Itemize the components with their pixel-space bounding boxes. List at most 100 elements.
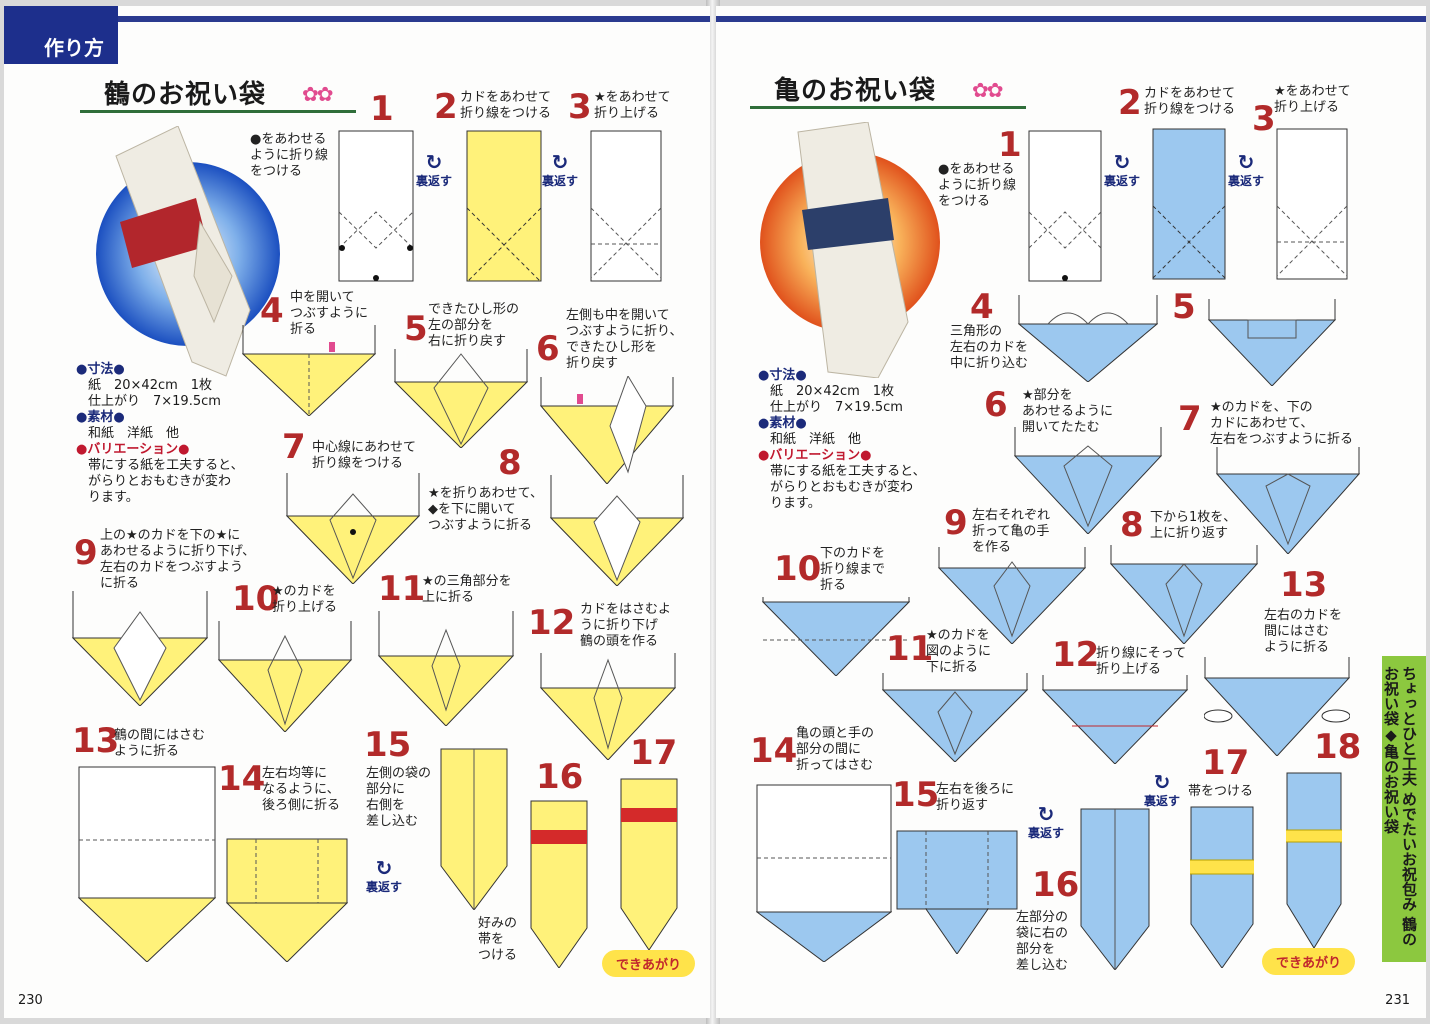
fold-diagram bbox=[394, 348, 528, 448]
step-number: 15 bbox=[364, 725, 412, 765]
size-heading: ●寸法● bbox=[758, 368, 807, 383]
fold-diagram bbox=[756, 784, 892, 962]
step-number: 14 bbox=[750, 731, 798, 771]
step-number: 5 bbox=[1172, 287, 1196, 327]
title-underline bbox=[750, 106, 1026, 109]
fold-diagram bbox=[530, 800, 588, 968]
size-text: 紙 20×42cm 1枚 bbox=[88, 378, 213, 393]
flip-arrow-icon: ↻ bbox=[551, 150, 569, 174]
material-text: 和紙 洋紙 他 bbox=[88, 426, 180, 441]
fold-diagram bbox=[242, 324, 376, 416]
step-number: 5 bbox=[404, 309, 428, 349]
step-number: 7 bbox=[282, 427, 306, 467]
step-text: 左側の袋の 部分に 右側を 差し込む bbox=[366, 766, 432, 829]
chapter-side-tab: ちょっとひと工夫 めでたいお祝包み 鶴のお祝い袋◆亀のお祝い袋 bbox=[1382, 656, 1426, 962]
step-number: 12 bbox=[528, 603, 576, 643]
step-text: 中を開いて つぶすように 折る bbox=[290, 290, 369, 337]
fold-diagram bbox=[938, 546, 1086, 644]
fold-diagram bbox=[1286, 772, 1342, 948]
crane-envelope-photo bbox=[96, 125, 292, 384]
step-number: 14 bbox=[218, 759, 266, 799]
flip-arrow-icon: ↻ bbox=[1153, 770, 1171, 794]
completed-badge: できあがり bbox=[1262, 948, 1356, 975]
step-number: 11 bbox=[378, 569, 426, 609]
fold-diagram bbox=[1152, 128, 1226, 280]
material-text: 和紙 洋紙 他 bbox=[770, 432, 862, 447]
fold-diagram bbox=[440, 748, 508, 910]
variation-heading: ●バリエーション● bbox=[76, 442, 190, 457]
step-text: ★のカドを 折り上げる bbox=[272, 584, 338, 615]
step-text: 帯をつける bbox=[1188, 784, 1254, 799]
step-number: 8 bbox=[1120, 505, 1144, 545]
step-text: カドをあわせて 折り線をつける bbox=[460, 90, 552, 121]
step-text: 左右均等に なるように、 後ろ側に折る bbox=[262, 766, 341, 813]
step-number: 9 bbox=[944, 503, 968, 543]
left-page: 作り方 鶴のお祝い袋 ✿✿ ●寸法● 紙 20×42cm 1枚 仕上がり 7×1… bbox=[4, 6, 710, 1018]
step-number: 13 bbox=[72, 721, 120, 761]
right-page: 亀のお祝い袋 ✿✿ ●寸法● 紙 20×42cm 1枚 仕上がり 7×19.5c… bbox=[716, 6, 1426, 1018]
step-text: 左部分の 袋に右の 部分を 差し込む bbox=[1016, 910, 1069, 973]
fold-diagram bbox=[882, 672, 1028, 762]
step-number: 4 bbox=[260, 291, 284, 331]
flip-instruction: ↻裏返す bbox=[366, 856, 403, 894]
flip-instruction: ↻裏返す bbox=[1144, 770, 1181, 808]
step-number: 3 bbox=[568, 87, 592, 127]
turtle-envelope-photo bbox=[758, 121, 954, 379]
step-text: 亀の頭と手の 部分の間に 折ってはさむ bbox=[796, 726, 875, 773]
step-text: 左右を後ろに 折り返す bbox=[936, 782, 1015, 813]
step-text: 左右のカドを 間にはさむ ように折る bbox=[1264, 608, 1343, 655]
step-number: 4 bbox=[970, 287, 994, 327]
step-text: できたひし形の 左の部分を 右に折り戻す bbox=[428, 302, 520, 349]
variation-heading: ●バリエーション● bbox=[758, 448, 872, 463]
materials-box: ●寸法● 紙 20×42cm 1枚 仕上がり 7×19.5cm ●素材● 和紙 … bbox=[76, 362, 244, 506]
page-title: 亀のお祝い袋 bbox=[774, 76, 937, 106]
step-text: 下のカドを 折り線まで 折る bbox=[820, 546, 886, 593]
completed-badge: できあがり bbox=[602, 950, 696, 977]
title-underline bbox=[80, 110, 356, 113]
section-tag: 作り方 bbox=[4, 6, 118, 64]
step-number: 16 bbox=[536, 757, 584, 797]
top-rule bbox=[4, 16, 710, 22]
step-number: 2 bbox=[434, 87, 458, 127]
fold-diagram bbox=[1018, 294, 1158, 382]
step-number: 2 bbox=[1118, 83, 1142, 123]
step-number: 17 bbox=[630, 733, 678, 773]
step-number: 6 bbox=[536, 329, 560, 369]
step-text: ★部分を あわせるように 開いてたたむ bbox=[1022, 388, 1114, 435]
step-number: 11 bbox=[886, 629, 934, 669]
step-number: 6 bbox=[984, 385, 1008, 425]
fold-diagram bbox=[896, 830, 1018, 954]
fold-diagram bbox=[1110, 544, 1258, 644]
flip-instruction: ↻裏返す bbox=[416, 150, 453, 188]
flip-instruction: ↻裏返す bbox=[1228, 150, 1265, 188]
fold-diagram bbox=[1190, 806, 1254, 968]
page-title: 鶴のお祝い袋 bbox=[104, 80, 267, 110]
variation-text: 帯にする紙を工夫すると、 がらりとおもむきが変わ ります。 bbox=[88, 458, 244, 505]
flip-arrow-icon: ↻ bbox=[1113, 150, 1131, 174]
fold-diagram bbox=[540, 652, 676, 760]
step-number: 10 bbox=[232, 579, 280, 619]
step-text: ★をあわせて 折り上げる bbox=[1274, 84, 1351, 115]
step-text: 左右それぞれ 折って亀の手 を作る bbox=[972, 508, 1051, 555]
step-text: 三角形の 左右のカドを 中に折り込む bbox=[950, 324, 1029, 371]
flip-instruction: ↻裏返す bbox=[542, 150, 579, 188]
fold-diagram bbox=[466, 130, 542, 282]
material-heading: ●素材● bbox=[758, 416, 807, 431]
size-heading: ●寸法● bbox=[76, 362, 125, 377]
fold-diagram bbox=[1028, 130, 1102, 282]
variation-text: 帯にする紙を工夫すると、 がらりとおもむきが変わ ります。 bbox=[770, 464, 926, 511]
step-text: ●をあわせる ように折り線 をつける bbox=[250, 132, 329, 179]
step-number: 10 bbox=[774, 549, 822, 589]
materials-box: ●寸法● 紙 20×42cm 1枚 仕上がり 7×19.5cm ●素材● 和紙 … bbox=[758, 368, 926, 512]
flip-arrow-icon: ↻ bbox=[1037, 802, 1055, 826]
size-finished: 仕上がり 7×19.5cm bbox=[88, 394, 221, 409]
step-text: 左側も中を開いて つぶすように折り、 できたひし形を 折り戻す bbox=[566, 308, 683, 371]
page-number: 231 bbox=[1385, 993, 1410, 1008]
step-number: 9 bbox=[74, 533, 98, 573]
fold-diagram bbox=[378, 610, 514, 726]
page-number: 230 bbox=[18, 993, 43, 1008]
flip-arrow-icon: ↻ bbox=[375, 856, 393, 880]
step-text: 上の★のカドを下の★に あわせるように折り下げ、 左右のカドをつぶすよう に折る bbox=[100, 528, 256, 591]
fold-diagram bbox=[1042, 674, 1188, 764]
step-text: 好みの 帯を つける bbox=[478, 916, 518, 963]
